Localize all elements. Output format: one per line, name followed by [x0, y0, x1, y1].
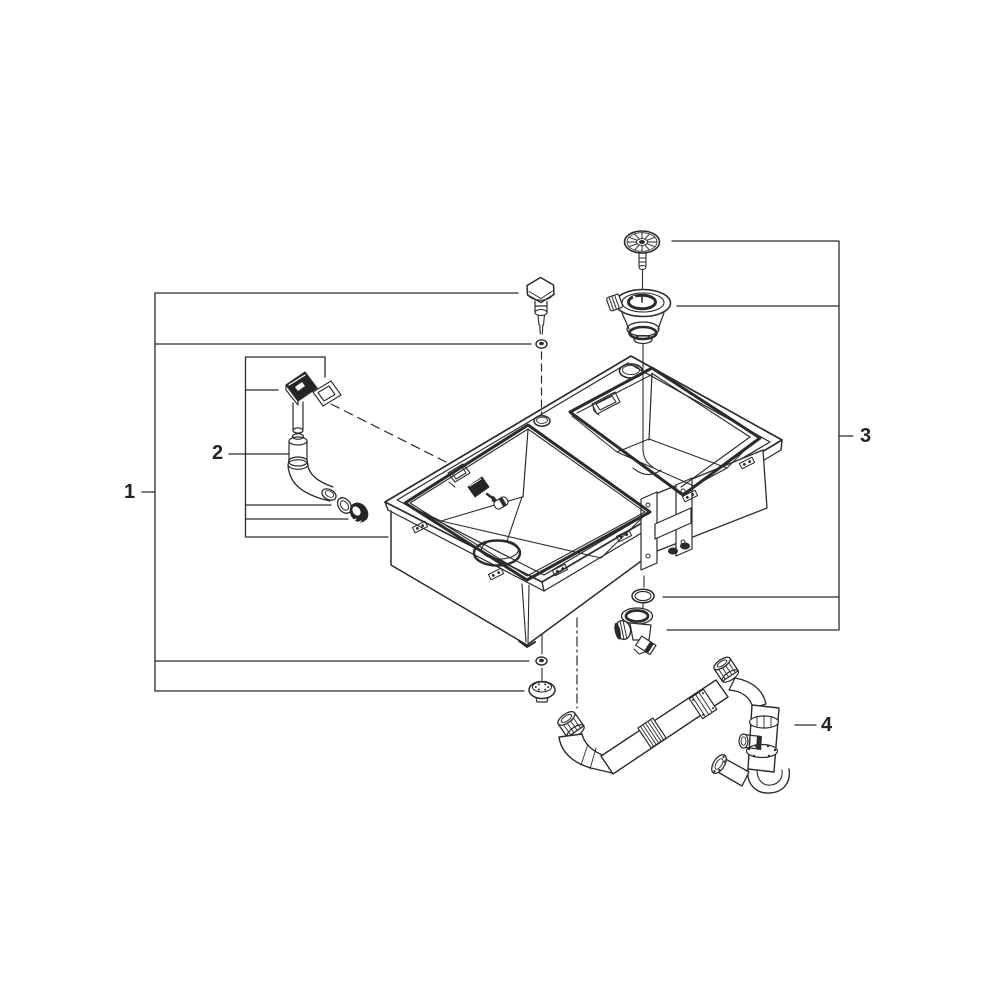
elbow-part	[287, 463, 337, 502]
sink-lock-nut-part	[535, 656, 548, 666]
callout-bracket-2	[228, 356, 389, 538]
callout-label-3: 3	[860, 425, 872, 447]
square-knob-part	[526, 276, 555, 335]
sink-cap-nut-part	[528, 680, 556, 703]
pipe-flange-ring	[745, 743, 779, 759]
pipe-coupling-1	[637, 717, 667, 749]
washer-part	[336, 497, 353, 514]
pipe-side-stub	[738, 733, 762, 750]
drain-pipe-assembly	[557, 656, 791, 794]
pipe-top-coupling	[713, 656, 740, 683]
drain-valve-part	[614, 607, 657, 656]
pipe-branch-flange	[711, 753, 727, 775]
gasket-part	[312, 380, 342, 407]
leader-dashed-overflow	[330, 403, 447, 463]
union-nut-part	[349, 502, 369, 524]
pipe-vertical-coupling	[748, 715, 780, 729]
knob-hole	[533, 415, 551, 427]
right-bowl-overflow	[591, 391, 621, 416]
basket-strainer-part	[623, 230, 661, 270]
remote-control-assembly	[285, 371, 369, 524]
callout-bracket-3	[662, 240, 854, 631]
left-bowl-drain	[472, 539, 522, 567]
callout-label-1: 1	[124, 481, 136, 503]
callout-label-4: 4	[821, 714, 833, 736]
leader-strainer-to-bowl	[641, 269, 654, 468]
pipe-coupling-2	[688, 688, 718, 720]
o-ring-part	[631, 588, 655, 604]
strainer-body-part	[606, 288, 672, 345]
right-bowl	[568, 366, 762, 497]
callout-bracket-1	[141, 292, 532, 692]
rim-clips	[411, 456, 756, 581]
overflow-opening	[447, 463, 471, 488]
knob-lock-nut-part	[535, 339, 548, 349]
overflow-cover-exploded	[467, 476, 509, 510]
left-bowl	[403, 423, 652, 582]
remote-plate-part	[285, 371, 318, 406]
callout-label-2: 2	[212, 442, 224, 464]
